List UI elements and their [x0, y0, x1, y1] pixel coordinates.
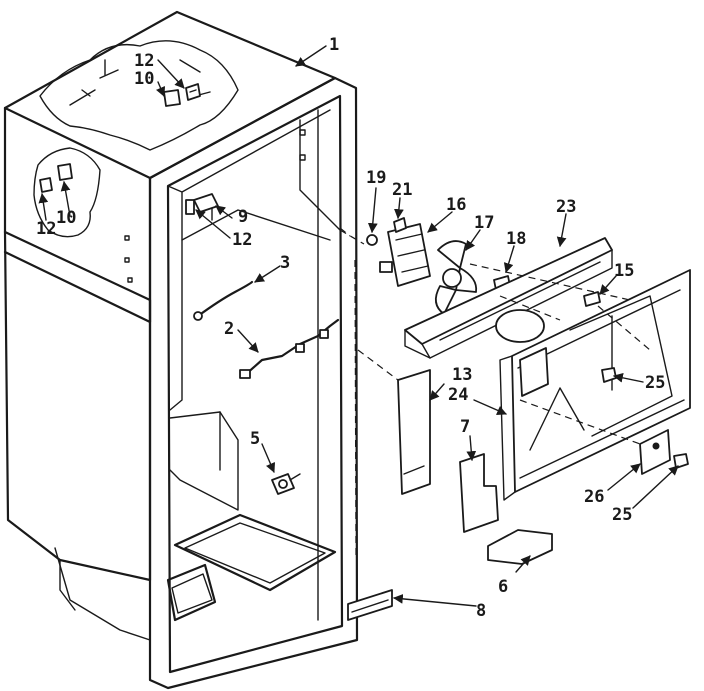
- callout-3: 3: [280, 253, 290, 273]
- callout-16: 16: [446, 195, 466, 215]
- clip-part-12-side: [39, 177, 53, 193]
- callout-2: 2: [224, 319, 234, 339]
- callout-12-side: 12: [36, 219, 56, 239]
- bracket-part-9: [185, 193, 219, 215]
- clip-part-10-top: [163, 89, 181, 107]
- cutaway-top: [39, 40, 239, 151]
- callout-24: 24: [448, 385, 468, 405]
- callout-19: 19: [366, 168, 386, 188]
- callout-25-upper: 25: [645, 373, 665, 393]
- callout-labels: 1 12 10 9 12 10 12 3 2 5 19 21 16 17 18 …: [36, 35, 665, 621]
- strip-part-8: [347, 589, 393, 621]
- callout-21: 21: [392, 180, 412, 200]
- bracket-part-13: [397, 369, 431, 495]
- screw-part-21: [393, 217, 407, 233]
- callout-8: 8: [476, 601, 486, 621]
- bracket-part-26: [639, 429, 671, 475]
- leader-lines: [38, 45, 679, 607]
- callout-1: 1: [329, 35, 339, 55]
- callout-23: 23: [556, 197, 576, 217]
- screw-part-19: [366, 234, 378, 246]
- callout-9: 9: [238, 207, 248, 227]
- harness-part-2: [239, 318, 340, 379]
- fan-motor-part-16: [379, 223, 431, 287]
- tube-part-3: [193, 280, 254, 321]
- callout-17: 17: [474, 213, 494, 233]
- callout-25-lower: 25: [612, 505, 632, 525]
- callout-7: 7: [460, 417, 470, 437]
- clip-part-10-side: [57, 163, 73, 181]
- cutaway-side: [33, 147, 101, 238]
- callout-15: 15: [614, 261, 634, 281]
- callout-18: 18: [506, 229, 526, 249]
- callout-10-top: 10: [134, 69, 154, 89]
- fan-shroud-part-23: [404, 237, 613, 359]
- callout-13: 13: [452, 365, 472, 385]
- screw-part-15: [583, 291, 601, 307]
- callout-5: 5: [250, 429, 260, 449]
- cabinet-liner: [3, 10, 359, 690]
- lamp-socket-part-5: [271, 473, 301, 495]
- callout-12-mid: 12: [232, 230, 252, 250]
- callout-6: 6: [498, 577, 508, 597]
- callout-26: 26: [584, 487, 604, 507]
- screw-part-25: [673, 453, 689, 469]
- fan-blade-part-17: [434, 240, 478, 315]
- bracket-part-6: [487, 529, 553, 565]
- bracket-part-7: [459, 453, 499, 533]
- callout-10-side: 10: [56, 208, 76, 228]
- clip-part-12-top: [185, 83, 201, 101]
- evaporator-cover-part-24: [499, 269, 691, 501]
- callout-12-top: 12: [134, 51, 154, 71]
